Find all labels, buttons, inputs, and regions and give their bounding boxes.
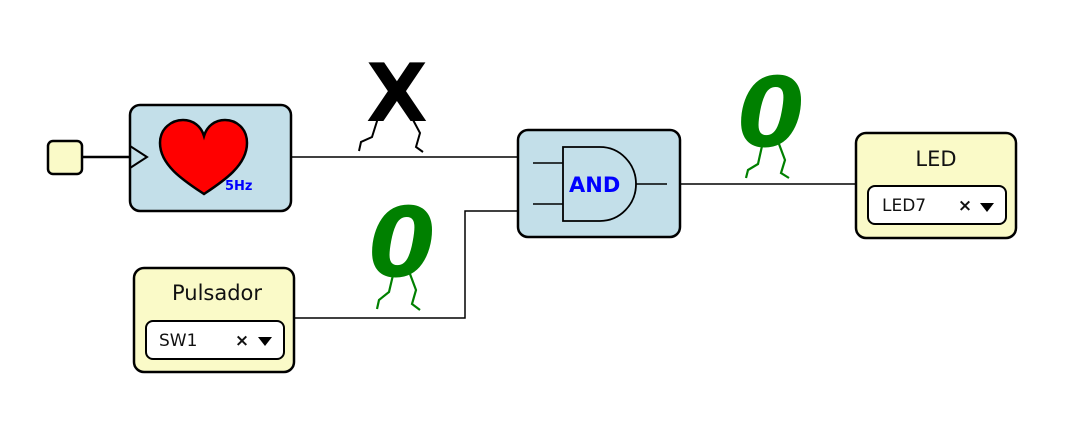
button-select-dropdown[interactable]: SW1 × — [145, 320, 285, 360]
and-gate-icon — [562, 146, 637, 222]
button-select-chevron-down-icon[interactable] — [258, 337, 272, 346]
clock-block[interactable]: 5Hz — [128, 103, 293, 213]
led-select-value: LED7 — [882, 196, 926, 216]
led-select-chevron-down-icon[interactable] — [980, 203, 994, 212]
clock-frequency-label: 5Hz — [225, 179, 253, 194]
wires — [82, 155, 856, 319]
led-block-title: LED — [915, 147, 956, 171]
signal-value-button-wire: 0 — [369, 187, 436, 299]
signal-indicator-output-wire: 0 — [738, 57, 805, 179]
signal-value-output-wire: 0 — [738, 57, 805, 169]
signal-indicator-clock-wire: X — [358, 47, 428, 153]
and-gate-label: AND — [569, 173, 620, 197]
button-block[interactable]: Pulsador SW1 × — [132, 266, 296, 374]
walker-leg-left — [375, 274, 395, 310]
button-block-title: Pulsador — [172, 281, 262, 305]
heart-icon — [158, 118, 249, 196]
input-port[interactable] — [46, 139, 84, 176]
walker-leg-left — [358, 117, 379, 152]
button-select-clear-icon[interactable]: × — [235, 331, 249, 351]
walker-leg-right — [777, 143, 790, 179]
walker-leg-left — [744, 145, 764, 179]
button-select-value: SW1 — [159, 331, 197, 351]
led-select-clear-icon[interactable]: × — [958, 196, 972, 216]
clock-input-marker — [129, 145, 149, 169]
walker-leg-right — [411, 117, 424, 153]
wire-button-to-and[interactable] — [294, 210, 518, 319]
led-select-dropdown[interactable]: LED7 × — [867, 185, 1007, 225]
and-gate-block[interactable]: AND — [516, 128, 682, 239]
led-block[interactable]: LED LED7 × — [854, 131, 1018, 240]
signal-indicator-button-wire: 0 — [369, 187, 436, 311]
walker-leg-right — [408, 273, 421, 311]
